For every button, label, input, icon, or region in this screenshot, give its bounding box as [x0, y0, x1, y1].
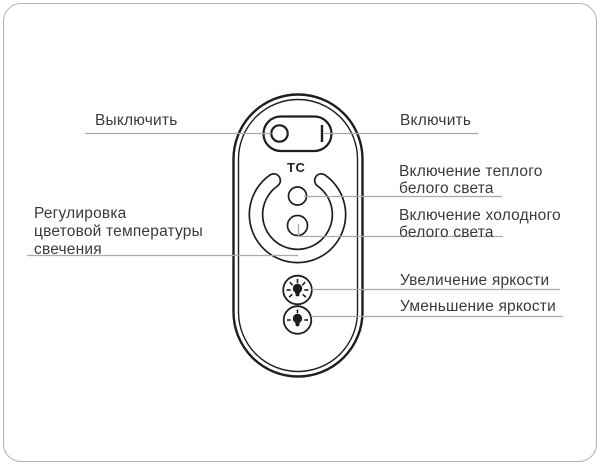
warm-white-button [287, 186, 308, 206]
label-color-temp: Регулировка цветовой температуры свечени… [34, 205, 203, 259]
label-cold-white-line1: Включение холодного [399, 207, 561, 224]
label-color-temp-line3: свечения [34, 241, 102, 258]
leader-lines [27, 132, 563, 318]
label-color-temp-line1: Регулировка [34, 205, 127, 222]
brightness-down-button [282, 305, 313, 335]
brightness-up-icon [286, 279, 309, 298]
label-brightness-down: Уменьшение яркости [400, 298, 556, 315]
label-cold-white-line2: белого света [399, 224, 494, 241]
label-warm-white-line2: белого света [399, 180, 494, 197]
label-cold-white: Включение холодного белого света [399, 207, 561, 241]
power-toggle [262, 115, 333, 153]
power-off-symbol-icon [270, 124, 289, 143]
brightness-down-icon [287, 309, 308, 327]
label-color-temp-line2: цветовой температуры [34, 223, 203, 240]
tc-ring-label: TC [287, 160, 306, 175]
remote-inner-outline [237, 98, 359, 373]
cold-white-button [286, 214, 309, 237]
label-warm-white: Включение теплого белого света [399, 163, 543, 197]
label-turn-off: Выключить [95, 112, 178, 129]
label-warm-white-line1: Включение теплого [399, 163, 543, 180]
label-brightness-up: Увеличение яркости [400, 272, 550, 289]
brightness-up-button [282, 274, 313, 306]
label-turn-on: Включить [400, 112, 472, 129]
leader-line-cold [297, 224, 503, 238]
